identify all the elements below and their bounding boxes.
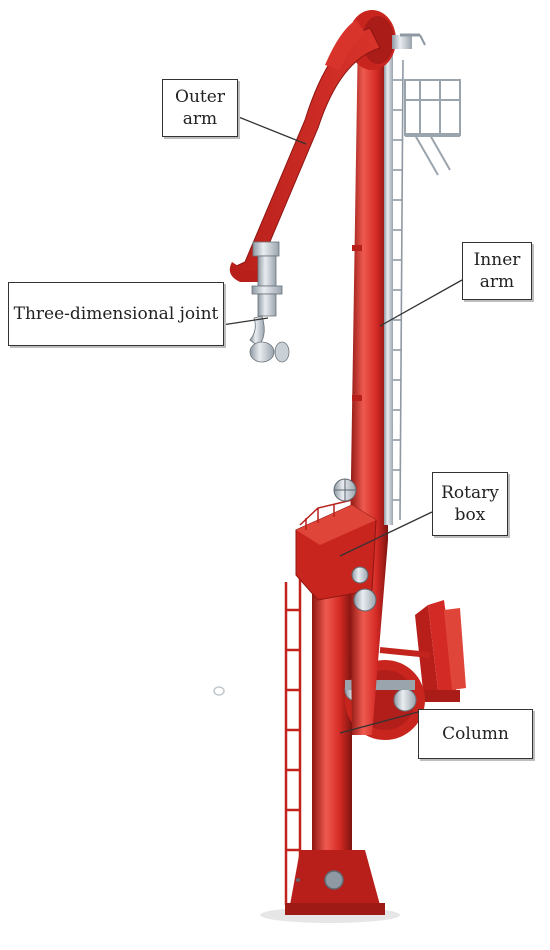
rotary-box-shape (295, 478, 377, 612)
leader-rotary-box (339, 511, 433, 557)
inner-arm-label: Inner arm (462, 242, 532, 300)
outer-arm-label: Outer arm (162, 79, 238, 137)
leader-inner-arm (379, 279, 463, 327)
column-ladder (284, 578, 302, 905)
leader-joint (221, 317, 269, 326)
counterweight-shape (379, 600, 466, 702)
three-dimensional-joint-label: Three-dimensional joint (8, 282, 224, 346)
joint-shape (249, 241, 290, 363)
rotary-box-label: Rotary box (432, 472, 508, 536)
small-part-shape (213, 686, 225, 696)
outer-arm-shape (229, 20, 381, 282)
leader-column (339, 711, 419, 734)
top-platform-shape (404, 79, 461, 176)
inner-arm-shape (350, 30, 404, 735)
column-label: Column (418, 709, 533, 759)
leader-lines (221, 115, 463, 734)
leader-outer-arm (235, 115, 307, 145)
